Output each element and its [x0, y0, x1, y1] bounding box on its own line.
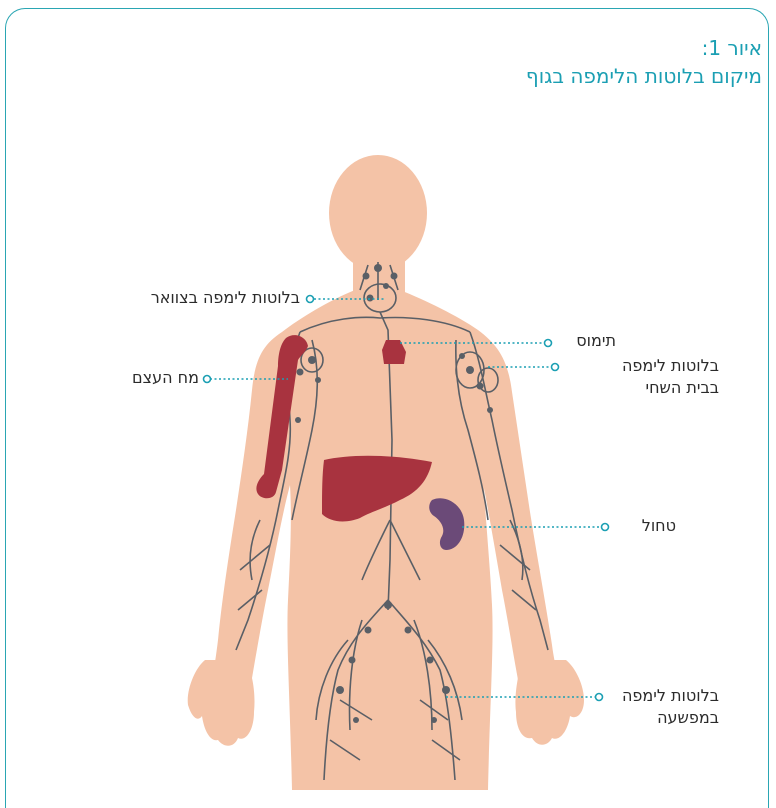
- label-thymus: תימוס: [576, 330, 616, 352]
- label-neck-nodes: בלוטות לימפה בצוואר: [151, 287, 300, 309]
- label-armpit-line2: בבית השחי: [622, 377, 719, 399]
- label-groin-line2: במפשעה: [622, 707, 719, 729]
- label-groin-nodes: בלוטות לימפה במפשעה: [622, 685, 719, 729]
- label-groin-line1: בלוטות לימפה: [622, 685, 719, 707]
- label-armpit-nodes: בלוטות לימפה בבית השחי: [622, 355, 719, 399]
- label-spleen: טחול: [642, 515, 676, 537]
- label-bone-marrow: מח העצם: [132, 367, 199, 389]
- label-armpit-line1: בלוטות לימפה: [622, 355, 719, 377]
